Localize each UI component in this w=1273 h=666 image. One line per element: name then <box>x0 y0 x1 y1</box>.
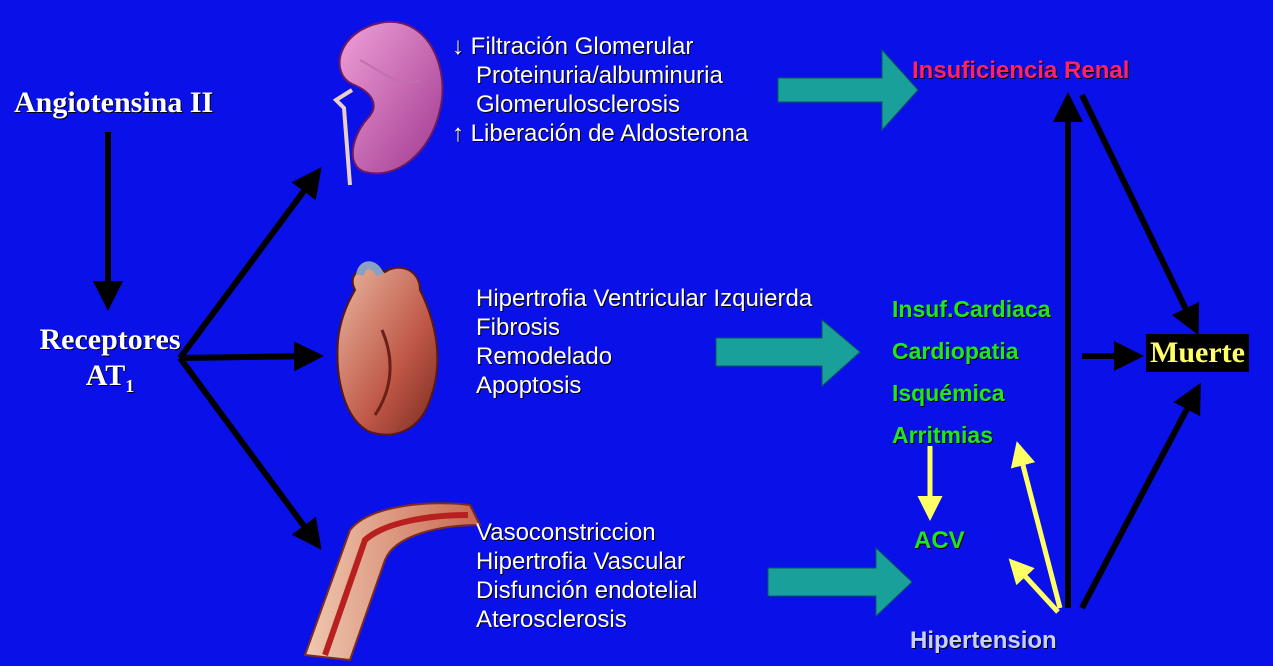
receptor-label: Receptores AT1 <box>22 322 198 404</box>
arrow-hypertension-to-arrhythmia <box>1018 446 1060 608</box>
cardio-outcomes: Insuf.Cardiaca Cardiopatia Isquémica Arr… <box>892 288 1051 456</box>
teal-arrow-renal <box>778 50 918 130</box>
cardio-outcome-4: Arritmias <box>892 414 1051 456</box>
hypertension-label: Hipertension <box>910 626 1057 655</box>
kidney-effect-2: Proteinuria/albuminuria <box>452 61 748 90</box>
vessel-effect-2: Hipertrofia Vascular <box>476 547 697 576</box>
kidney-effect-4: ↑ Liberación de Aldosterona <box>452 119 748 148</box>
receptor-label-line2: AT1 <box>22 358 198 404</box>
cardio-outcome-2: Cardiopatia <box>892 330 1051 372</box>
kidney-icon <box>336 22 443 185</box>
kidney-effect-1: ↓ Filtración Glomerular <box>452 32 748 61</box>
heart-effect-2: Fibrosis <box>476 313 812 342</box>
death-label: Muerte <box>1146 334 1249 372</box>
vessel-effect-1: Vasoconstriccion <box>476 518 697 547</box>
receptor-label-line1: Receptores <box>22 322 198 358</box>
receptor-subscript: 1 <box>125 376 134 396</box>
vessel-effect-4: Aterosclerosis <box>476 605 697 634</box>
cardio-outcome-3: Isquémica <box>892 372 1051 414</box>
arrow-receptor-to-vessel <box>180 358 318 545</box>
arrow-renal-to-death <box>1082 95 1196 330</box>
angiotensin-label: Angiotensina II <box>14 86 213 120</box>
vessel-icon <box>305 503 480 660</box>
kidney-effect-3: Glomerulosclerosis <box>452 90 748 119</box>
arrow-hypertension-to-death <box>1082 388 1198 608</box>
arrow-receptor-to-kidney <box>180 172 318 358</box>
heart-effect-1: Hipertrofia Ventricular Izquierda <box>476 284 812 313</box>
heart-effect-4: Apoptosis <box>476 371 812 400</box>
teal-arrow-vascular <box>768 548 912 616</box>
receptor-name: AT <box>86 359 125 392</box>
vessel-effect-3: Disfunción endotelial <box>476 576 697 605</box>
vessel-effects: Vasoconstriccion Hipertrofia Vascular Di… <box>476 518 697 634</box>
heart-effects: Hipertrofia Ventricular Izquierda Fibros… <box>476 284 812 400</box>
arrow-receptor-to-heart <box>180 356 318 358</box>
heart-effect-3: Remodelado <box>476 342 812 371</box>
renal-failure-label: Insuficiencia Renal <box>912 56 1129 85</box>
kidney-effects: ↓ Filtración Glomerular Proteinuria/albu… <box>452 32 748 148</box>
acv-label: ACV <box>914 526 965 555</box>
heart-icon <box>337 265 437 434</box>
cardio-outcome-1: Insuf.Cardiaca <box>892 288 1051 330</box>
